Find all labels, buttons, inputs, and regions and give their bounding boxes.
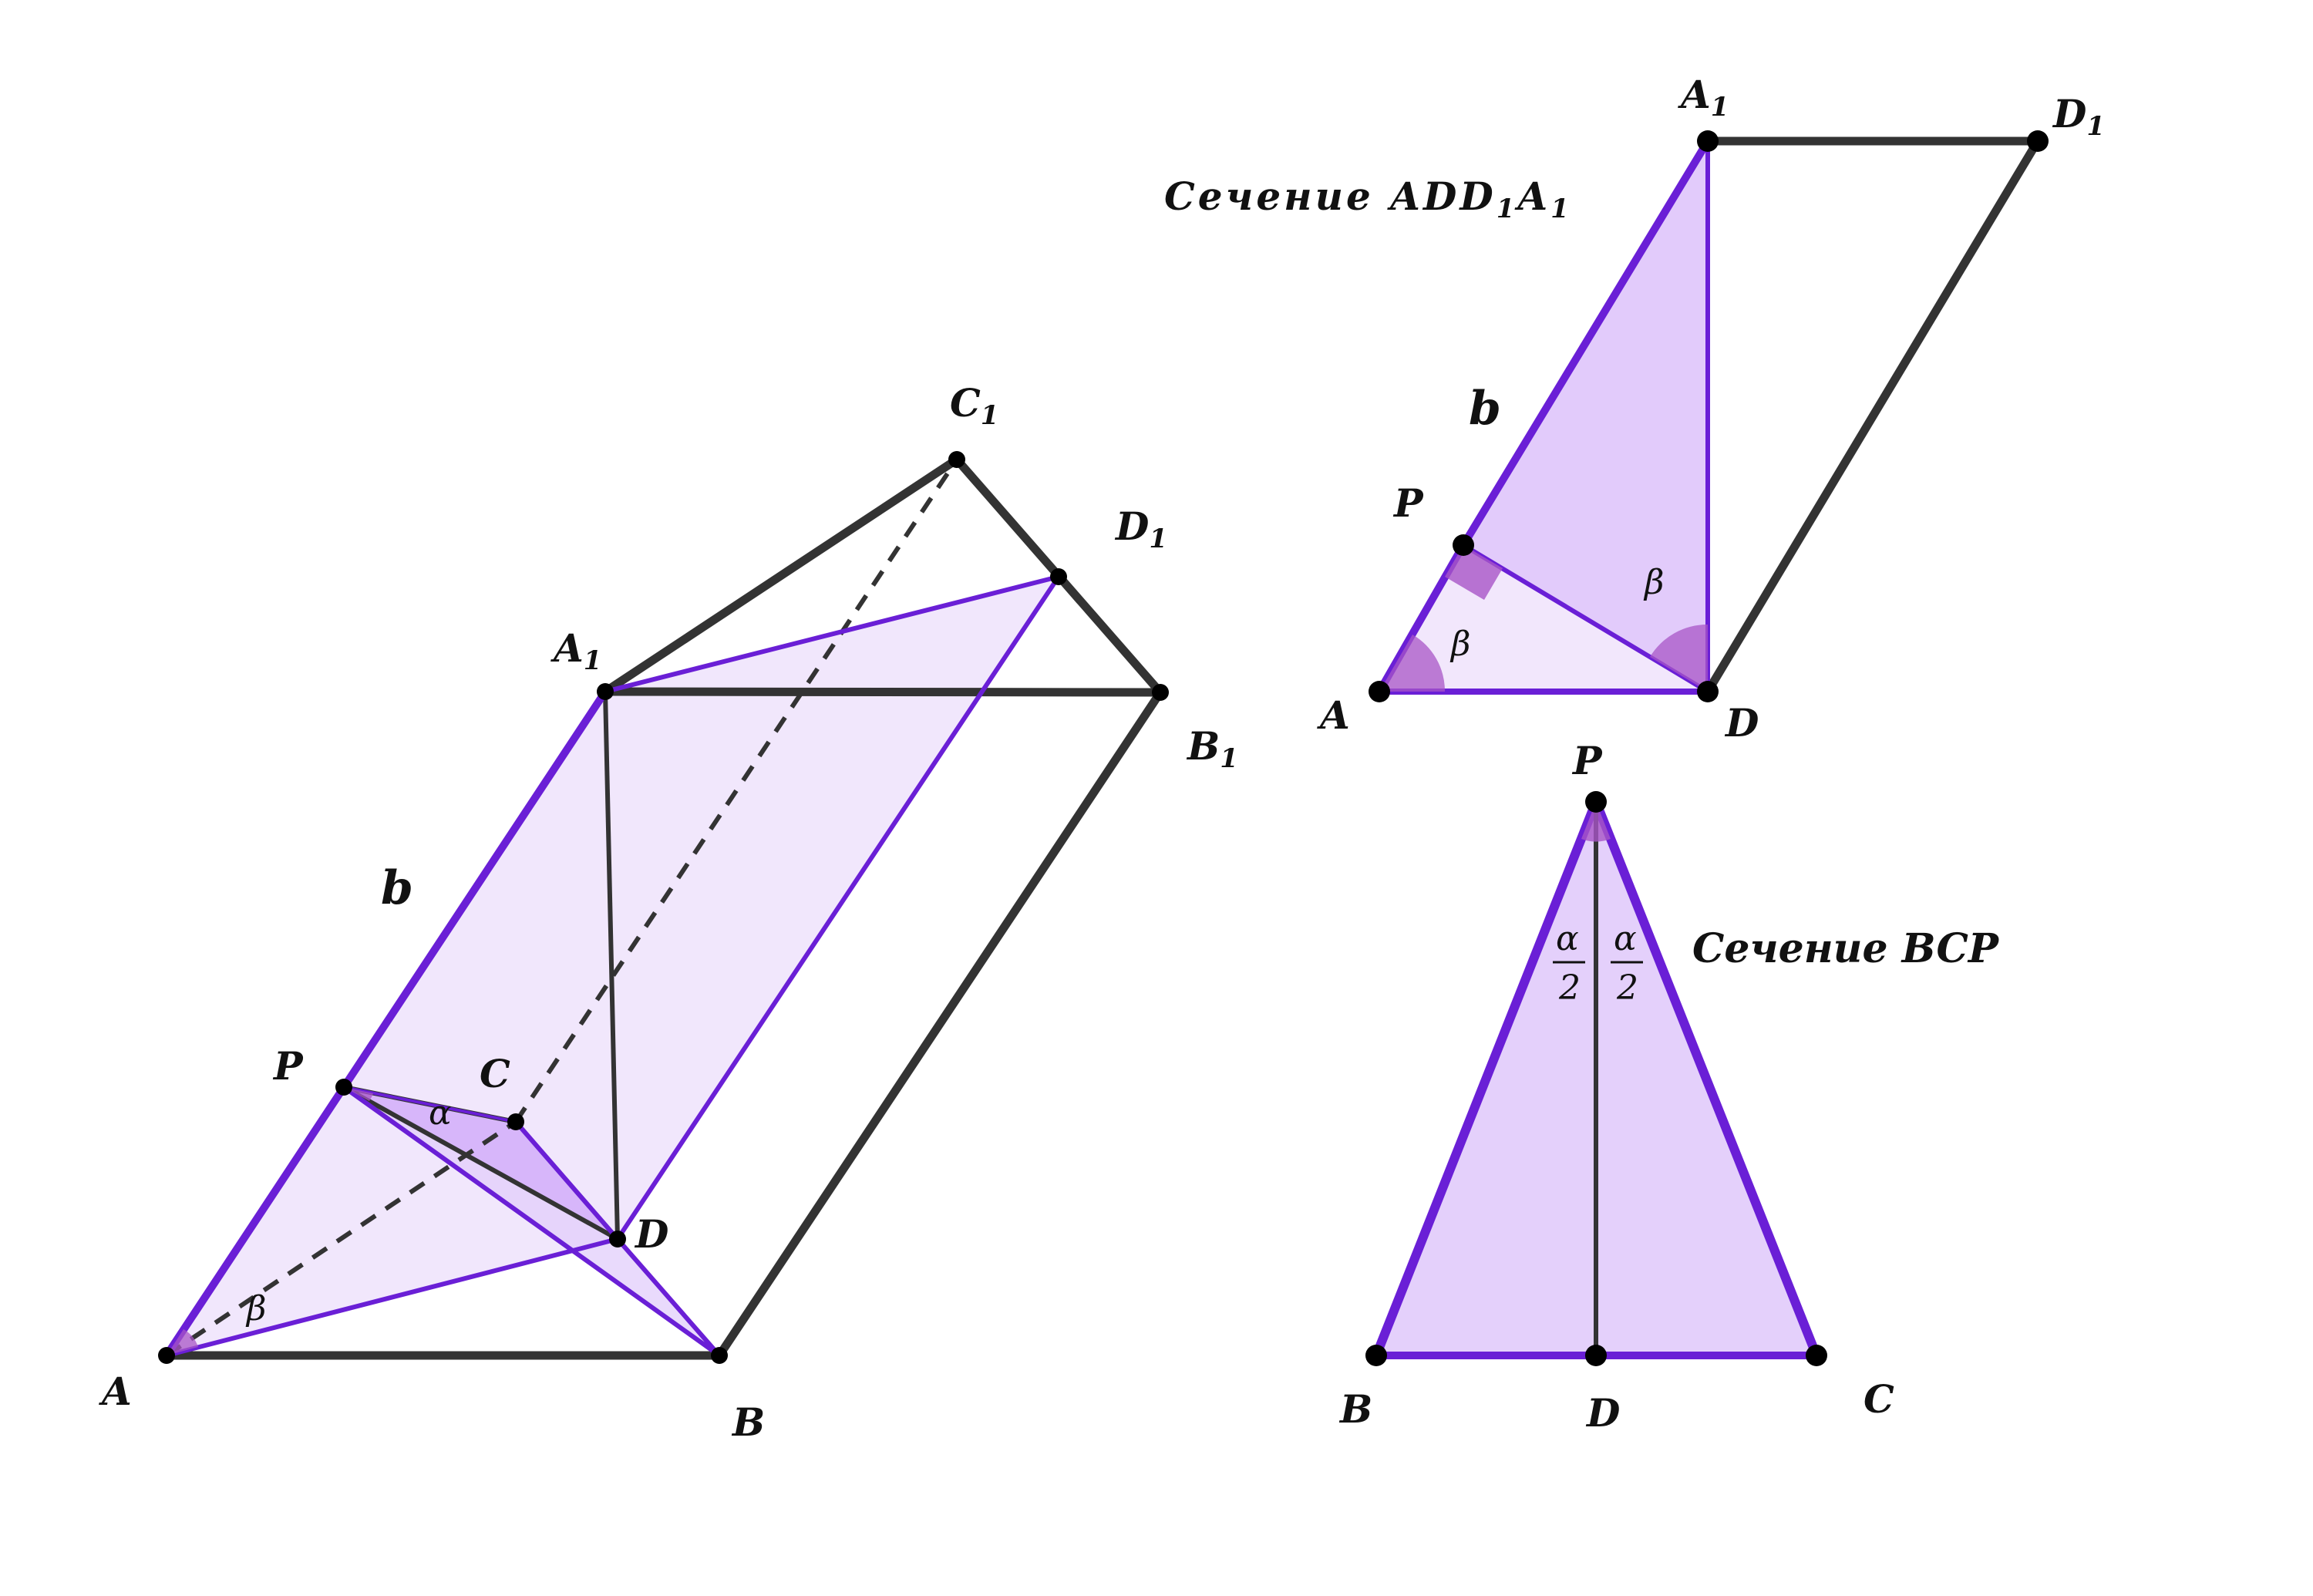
edge-bp bbox=[1372, 800, 1601, 1358]
angle-beta-marker-a bbox=[1379, 635, 1446, 692]
point-d1 bbox=[1050, 568, 1067, 585]
right-angle-marker-p bbox=[1445, 545, 1503, 600]
label-c-bottom: C bbox=[1864, 1376, 1894, 1422]
label-beta-d-right: β bbox=[1643, 563, 1664, 602]
fraction-left-numerator: α bbox=[1556, 919, 1579, 958]
edge-pa1 bbox=[340, 689, 609, 1089]
label-p-bottom: P bbox=[1571, 738, 1603, 783]
point-a-right bbox=[1369, 681, 1390, 702]
point-b bbox=[711, 1347, 728, 1364]
label-a-right: A bbox=[1317, 692, 1350, 738]
label-a1: A1 bbox=[550, 625, 601, 676]
label-edge-b-right: b bbox=[1469, 382, 1501, 436]
label-a: A bbox=[99, 1369, 132, 1414]
label-p: P bbox=[272, 1043, 304, 1089]
label-c1: C1 bbox=[950, 380, 998, 431]
label-d1-right: D1 bbox=[2052, 91, 2105, 142]
edge-db bbox=[615, 1237, 722, 1357]
edge-ap bbox=[163, 1085, 348, 1358]
edge-pa1-right bbox=[1460, 139, 1712, 547]
fraction-right-denominator: 2 bbox=[1616, 968, 1638, 1008]
edge-a1d bbox=[603, 691, 620, 1240]
point-b-bottom bbox=[1365, 1345, 1387, 1366]
edge-pc-bottom bbox=[1591, 800, 1821, 1358]
edge-a1c1 bbox=[602, 456, 960, 695]
section-bcp-figure: B C D P α 2 α 2 Сечение BCP bbox=[1338, 738, 2000, 1436]
edge-d1d-right bbox=[1704, 139, 2042, 694]
fraction-alpha-over-2-right: α 2 bbox=[1611, 919, 1643, 1008]
label-d: D bbox=[634, 1211, 668, 1257]
edge-a1d1 bbox=[604, 574, 1059, 694]
prism-figure: A B C D P A1 B1 C1 D1 b α β bbox=[99, 380, 1238, 1445]
point-a bbox=[158, 1347, 175, 1364]
label-alpha: α bbox=[429, 1093, 452, 1133]
label-a1-right: A1 bbox=[1678, 72, 1729, 123]
label-beta-a-right: β bbox=[1449, 625, 1470, 664]
label-b-bottom: B bbox=[1338, 1386, 1372, 1432]
label-b1: B1 bbox=[1186, 723, 1238, 774]
point-d-bottom bbox=[1585, 1345, 1607, 1366]
point-p bbox=[335, 1079, 352, 1096]
hidden-edge-cc1 bbox=[513, 458, 959, 1123]
label-d-right: D bbox=[1724, 700, 1759, 746]
point-d bbox=[609, 1231, 626, 1248]
label-d1: D1 bbox=[1114, 503, 1167, 554]
edge-pd-right bbox=[1462, 543, 1709, 694]
point-d-right bbox=[1697, 681, 1719, 702]
edge-cd bbox=[513, 1120, 620, 1241]
point-c-bottom bbox=[1806, 1345, 1827, 1366]
edge-pd bbox=[342, 1085, 619, 1241]
point-p-bottom bbox=[1585, 791, 1607, 813]
point-a1-right bbox=[1697, 130, 1719, 152]
caption-section-bcp: Сечение BCP bbox=[1692, 925, 2000, 972]
edge-ad bbox=[166, 1237, 618, 1358]
label-p-right: P bbox=[1392, 480, 1424, 526]
edge-pc-purple bbox=[343, 1086, 517, 1123]
edge-bb1 bbox=[715, 689, 1164, 1359]
point-a1 bbox=[597, 683, 614, 700]
label-edge-b: b bbox=[381, 861, 413, 915]
label-beta: β bbox=[245, 1289, 266, 1328]
label-b: B bbox=[731, 1399, 765, 1445]
angle-beta-marker-d bbox=[1650, 624, 1708, 692]
edge-pb bbox=[342, 1085, 721, 1358]
edge-d1d bbox=[615, 575, 1061, 1241]
angle-alpha-marker-p bbox=[1581, 802, 1611, 842]
section-add1a1-figure: A D P A1 D1 b β β Сечение ADD1A1 bbox=[1164, 72, 2105, 746]
fraction-left-denominator: 2 bbox=[1558, 968, 1581, 1008]
point-p-right bbox=[1453, 534, 1474, 556]
hidden-edge-ac bbox=[165, 1120, 517, 1358]
fraction-alpha-over-2-left: α 2 bbox=[1553, 919, 1585, 1008]
fraction-right-numerator: α bbox=[1614, 919, 1637, 958]
point-c bbox=[507, 1113, 524, 1130]
point-b1 bbox=[1152, 684, 1169, 701]
label-d-bottom: D bbox=[1585, 1390, 1620, 1436]
point-d1-right bbox=[2027, 130, 2049, 152]
angle-beta-marker bbox=[167, 1329, 198, 1355]
caption-section-add1a1: Сечение ADD1A1 bbox=[1164, 173, 1572, 224]
point-c1 bbox=[948, 451, 965, 468]
label-c: C bbox=[480, 1051, 510, 1096]
